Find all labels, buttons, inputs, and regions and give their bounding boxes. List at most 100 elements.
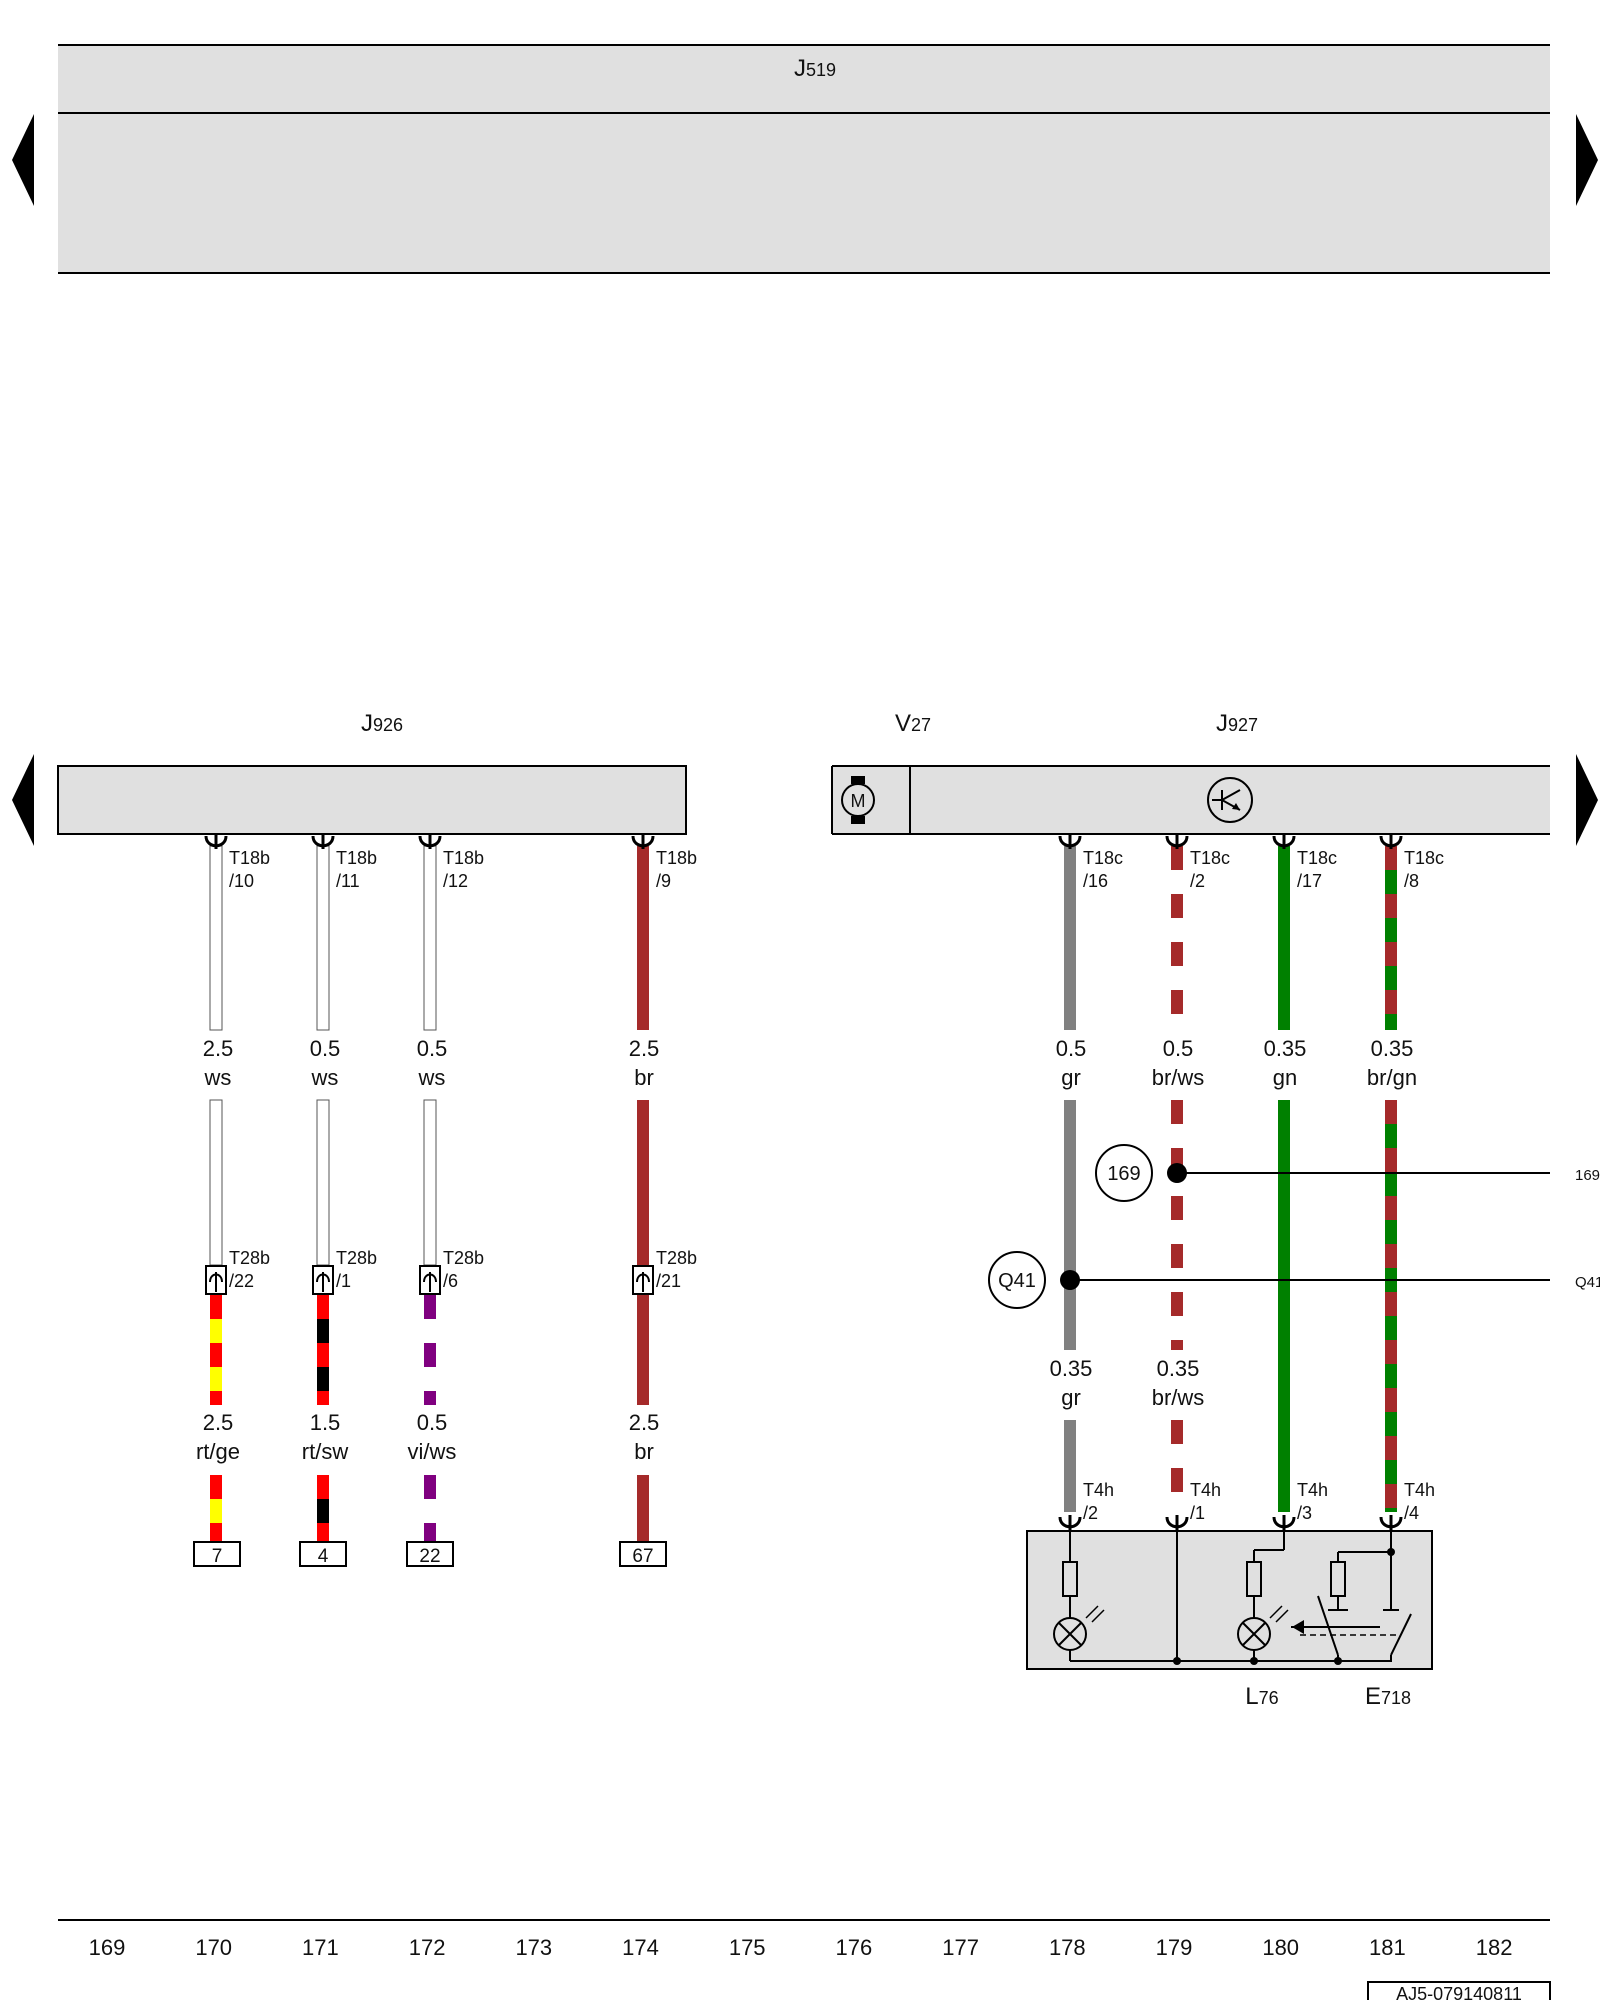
page-prev-arrow-mid[interactable]: [12, 754, 34, 846]
inline-connector: [205, 1265, 227, 1295]
left-wire-labels: T18b /10 2.5 ws T28b /22 2.5 rt/ge 7 T18…: [193, 832, 697, 1567]
wire-segment-lower: [1064, 1420, 1076, 1512]
wire-color: br/ws: [1152, 1385, 1205, 1410]
destination-ref: 7: [212, 1546, 223, 1567]
module-j519: J519: [58, 44, 1550, 274]
wire-segment-lower: [1171, 1420, 1183, 1512]
module-j926: J926: [57, 710, 687, 835]
wire-size: 0.35: [1264, 1036, 1307, 1061]
module-j927: V27 J927 M: [831, 710, 1550, 835]
junction-q41: Q41 Q41: [988, 1251, 1600, 1309]
pin-label: /17: [1297, 871, 1322, 891]
wire-181-labels: T18c /8 0.35 br/gn T4h /4: [1367, 832, 1444, 1532]
module-label-j927: J927: [1216, 710, 1258, 737]
junction-label: Q41: [998, 1270, 1036, 1292]
wire-segment-upper: [637, 846, 649, 1030]
inline-connector: [419, 1265, 441, 1295]
wire-color: gr: [1061, 1385, 1081, 1410]
footer-column-number: 177: [942, 1935, 979, 1960]
footer-column-number: 180: [1262, 1935, 1299, 1960]
wire-segment-upper: [1171, 846, 1183, 1030]
lamp-icon: [1053, 1605, 1105, 1651]
connector-label: T18c: [1083, 848, 1123, 868]
wire-size: 0.35: [1157, 1356, 1200, 1381]
pin-label: /2: [1083, 1503, 1098, 1523]
wire-layer: [205, 845, 1397, 1542]
wire-segment-middle: [209, 1099, 223, 1266]
wire-size: 2.5: [203, 1036, 234, 1061]
inline-connector: [632, 1265, 654, 1295]
wire-size: 2.5: [203, 1410, 234, 1435]
wire-172-labels: T18b /12 0.5 ws T28b /6 0.5 vi/ws 22: [406, 832, 484, 1567]
pin-label: /3: [1297, 1503, 1312, 1523]
footer-column-number: 182: [1476, 1935, 1513, 1960]
reference-label: 169: [1575, 1167, 1600, 1184]
wire-segment-middle: [316, 1099, 330, 1266]
wire-segment-end: [210, 1475, 222, 1542]
document-id: AJ5-079140811: [1396, 1984, 1522, 2000]
footer-column-number: 174: [622, 1935, 659, 1960]
wire-color: rt/ge: [196, 1439, 240, 1464]
pin-label: /1: [336, 1271, 351, 1291]
footer-column-number: 181: [1369, 1935, 1406, 1960]
footer-column-number: 176: [836, 1935, 873, 1960]
connector-label: T28b: [229, 1248, 270, 1268]
svg-text:M: M: [851, 791, 866, 811]
wire-segment-upper: [423, 845, 437, 1031]
connector-label: T18b: [336, 848, 377, 868]
pin-label: /21: [656, 1271, 681, 1291]
wire-segment-lower: [317, 1295, 329, 1405]
footer-column-number: 173: [515, 1935, 552, 1960]
wire-size: 0.5: [1056, 1036, 1087, 1061]
wire-174-labels: T18b /9 2.5 br T28b /21 2.5 br 67: [619, 832, 697, 1567]
wire-segment-upper: [1385, 846, 1397, 1030]
wire-segment-lower: [424, 1295, 436, 1405]
wire-color: ws: [418, 1065, 446, 1090]
connector-label: T18b: [443, 848, 484, 868]
pin-label: /16: [1083, 871, 1108, 891]
right-wire-labels: T18c /16 0.5 gr 0.35 gr T4h /2 T18c /2 0…: [1050, 832, 1444, 1532]
destination-ref: 67: [632, 1546, 653, 1567]
wire-segment-upper: [1064, 846, 1076, 1030]
electronic-switch-icon: [1207, 777, 1253, 823]
wire-size: 0.5: [417, 1410, 448, 1435]
wire-171-labels: T18b /11 0.5 ws T28b /1 1.5 rt/sw 4: [299, 832, 377, 1567]
pin-label: /11: [336, 871, 360, 891]
wire-color: ws: [204, 1065, 232, 1090]
wire-segment-end: [637, 1475, 649, 1542]
wire-size: 1.5: [310, 1410, 341, 1435]
page-next-arrow-top[interactable]: [1576, 114, 1598, 206]
junction-169: 169 169: [1095, 1144, 1600, 1202]
connector-label: T4h: [1297, 1480, 1328, 1500]
wire-180-labels: T18c /17 0.35 gn T4h /3: [1264, 832, 1337, 1532]
page-next-arrow-mid[interactable]: [1576, 754, 1598, 846]
wire-170-labels: T18b /10 2.5 ws T28b /22 2.5 rt/ge 7: [193, 832, 270, 1567]
wire-color: rt/sw: [302, 1439, 349, 1464]
pin-label: /12: [443, 871, 468, 891]
connector-label: T18c: [1297, 848, 1337, 868]
wire-color: gn: [1273, 1065, 1297, 1090]
pin-label: /9: [656, 871, 671, 891]
connector-label: T4h: [1404, 1480, 1435, 1500]
component-l76-e718: [1026, 1530, 1433, 1670]
wire-segment-middle: [423, 1099, 437, 1266]
page-prev-arrow-top[interactable]: [12, 114, 34, 206]
wire-segment-end: [317, 1475, 329, 1542]
wire-179-labels: T18c /2 0.5 br/ws 0.35 br/ws T4h /1: [1152, 832, 1230, 1532]
connector-label: T28b: [656, 1248, 697, 1268]
pin-label: /6: [443, 1271, 458, 1291]
connector-label: T18b: [656, 848, 697, 868]
wire-size: 0.5: [417, 1036, 448, 1061]
wire-color: ws: [311, 1065, 339, 1090]
footer-column-number: 179: [1156, 1935, 1193, 1960]
indicator-lamp-icon: [1237, 1605, 1289, 1651]
connector-label: T4h: [1083, 1480, 1114, 1500]
module-label-v27: V27: [895, 710, 931, 737]
switch-icon: [1291, 1595, 1412, 1665]
pin-label: /22: [229, 1271, 254, 1291]
pin-label: /2: [1190, 871, 1205, 891]
destination-ref: 4: [318, 1546, 329, 1567]
connector-label: T4h: [1190, 1480, 1221, 1500]
